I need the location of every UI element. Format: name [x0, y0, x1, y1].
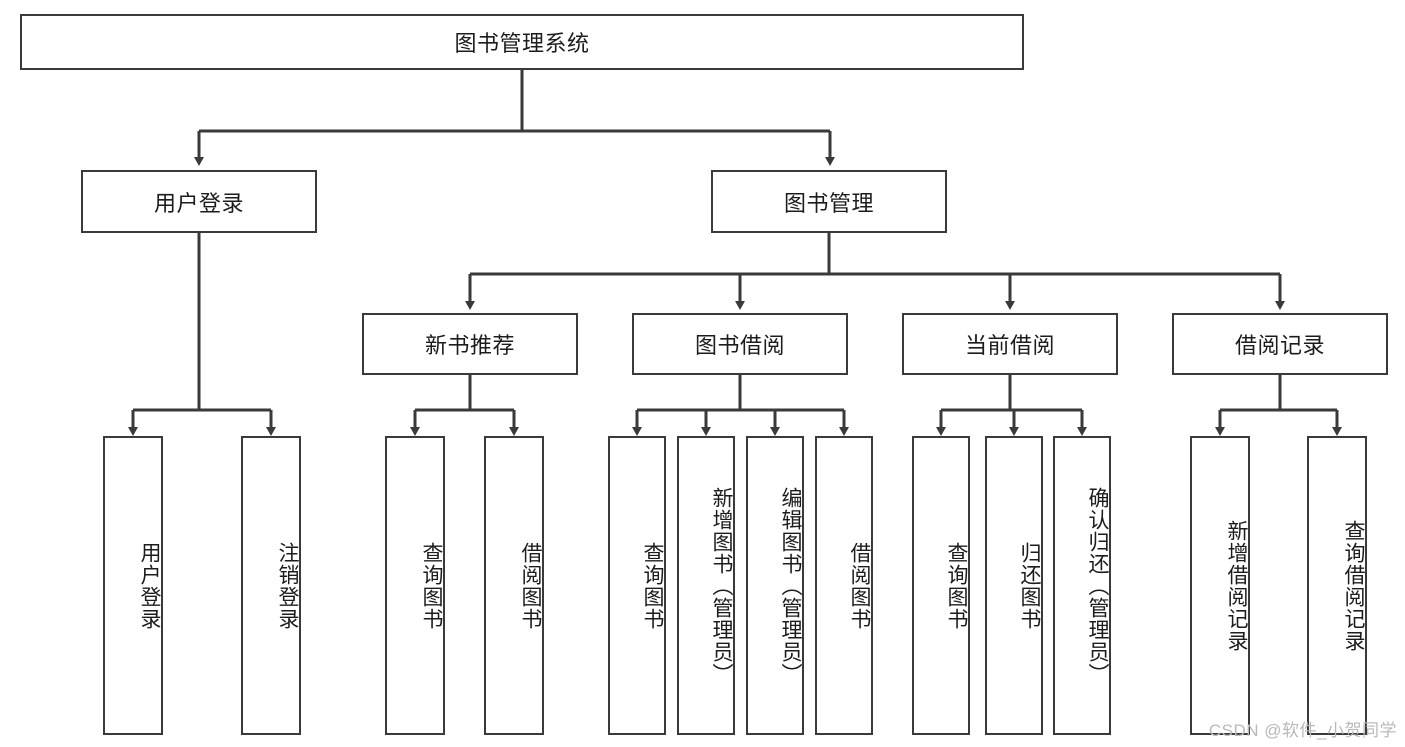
node-label: 查询图书	[420, 541, 443, 630]
node-leaf-confirm-return-admin[interactable]: 确认归还（管理员）	[1053, 436, 1111, 735]
node-label: 新增借阅记录	[1225, 519, 1248, 652]
node-label: 查询借阅记录	[1342, 519, 1365, 652]
node-borrow-records[interactable]: 借阅记录	[1172, 313, 1388, 375]
node-label: 图书借阅	[694, 333, 785, 358]
node-label: 确认归还（管理员）	[1086, 486, 1109, 685]
node-label: 用户登录	[138, 541, 161, 630]
node-leaf-edit-book-admin[interactable]: 编辑图书（管理员）	[746, 436, 804, 735]
node-leaf-add-book-admin[interactable]: 新增图书（管理员）	[677, 436, 735, 735]
node-label: 归还图书	[1018, 541, 1041, 630]
node-label: 新增图书（管理员）	[710, 486, 733, 685]
node-leaf-add-borrow-record[interactable]: 新增借阅记录	[1190, 436, 1250, 735]
node-label: 借阅图书	[848, 541, 871, 630]
node-label: 编辑图书（管理员）	[779, 486, 802, 685]
node-label: 图书管理	[783, 190, 874, 216]
node-label: 当前借阅	[964, 333, 1055, 358]
node-leaf-query-book-borrow[interactable]: 查询图书	[608, 436, 666, 735]
node-user-login[interactable]: 用户登录	[81, 170, 317, 233]
node-leaf-query-borrow-record[interactable]: 查询借阅记录	[1307, 436, 1367, 735]
node-leaf-return-book[interactable]: 归还图书	[985, 436, 1043, 735]
node-label: 用户登录	[153, 190, 244, 216]
node-label: 查询图书	[945, 541, 968, 630]
node-leaf-logout-login[interactable]: 注销登录	[241, 436, 301, 735]
node-label: 注销登录	[276, 541, 299, 630]
node-book-management[interactable]: 图书管理	[711, 170, 947, 233]
node-leaf-borrow-book[interactable]: 借阅图书	[815, 436, 873, 735]
watermark: CSDN @软件_小贺同学	[1208, 721, 1397, 740]
node-leaf-query-book-recommend[interactable]: 查询图书	[385, 436, 445, 735]
node-label: 借阅图书	[519, 541, 542, 630]
node-leaf-borrow-book-recommend[interactable]: 借阅图书	[484, 436, 544, 735]
node-label: 借阅记录	[1234, 333, 1325, 358]
node-label: 新书推荐	[424, 333, 515, 358]
node-leaf-query-book-current[interactable]: 查询图书	[912, 436, 970, 735]
node-current-borrow[interactable]: 当前借阅	[902, 313, 1118, 375]
node-root-system[interactable]: 图书管理系统	[20, 14, 1024, 70]
node-book-borrow[interactable]: 图书借阅	[632, 313, 848, 375]
node-new-book-recommend[interactable]: 新书推荐	[362, 313, 578, 375]
node-label: 查询图书	[641, 541, 664, 630]
node-leaf-user-login[interactable]: 用户登录	[103, 436, 163, 735]
node-label: 图书管理系统	[454, 31, 590, 56]
